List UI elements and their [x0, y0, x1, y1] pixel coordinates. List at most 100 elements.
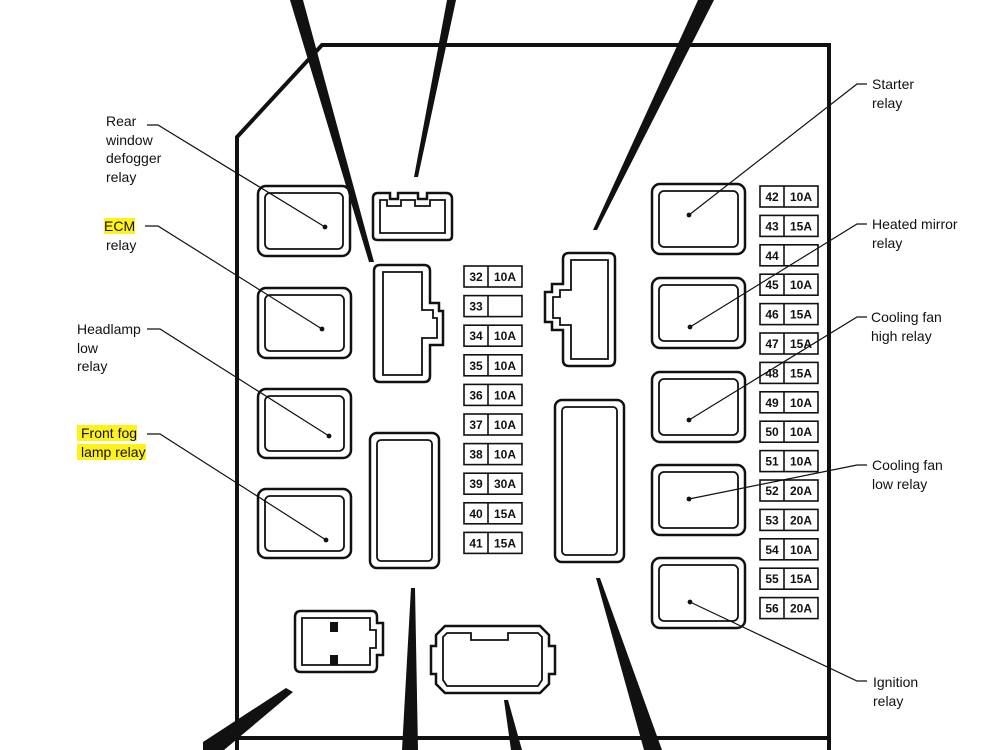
left-relays [256, 184, 353, 560]
fuse-40: 40 15A [463, 501, 523, 525]
leader-cooling-low [688, 464, 867, 500]
fuse-number: 43 [765, 219, 779, 233]
fuse-56: 56 20A [759, 596, 819, 620]
fuse-number: 56 [765, 602, 779, 616]
leader-ecm [145, 225, 323, 330]
fuse-49: 49 10A [759, 390, 819, 414]
fuse-number: 41 [469, 536, 483, 550]
fuse-number: 46 [765, 308, 779, 322]
fuse-rating: 10A [494, 359, 516, 373]
leader-starter [688, 83, 867, 216]
pointer-wedges [203, 0, 714, 750]
fuse-rating: 15A [790, 308, 812, 322]
fuse-46: 46 15A [759, 302, 819, 326]
label-cooling-fan-low-relay: Cooling fan low relay [872, 457, 943, 492]
wedge-bottom-mid [504, 700, 522, 750]
label-rear-window-defogger-relay: Rear window defogger relay [106, 113, 162, 185]
fuse-rating: 10A [494, 329, 516, 343]
fuse-rating: 10A [494, 270, 516, 284]
fuse-number: 45 [765, 278, 779, 292]
fuse-number: 34 [469, 329, 483, 343]
fuse-number: 42 [765, 190, 779, 204]
fuse-number: 44 [765, 249, 779, 263]
fuse-52: 52 20A [759, 479, 819, 502]
fuse-42: 42 10A [759, 185, 819, 208]
relay-heated-mirror [650, 276, 747, 350]
fuse-number: 36 [469, 388, 483, 402]
wedge-top-right [593, 0, 714, 230]
fuse-55: 55 15A [759, 567, 819, 591]
fuse-rating: 15A [790, 366, 812, 380]
leader-lines [145, 83, 867, 682]
label-ignition-relay: Ignition relay [873, 674, 919, 709]
wedge-bottom-right [596, 578, 662, 750]
connector-bottom-center [429, 624, 557, 695]
leader-front-fog [147, 433, 327, 541]
fuse-34: 34 10A [463, 324, 523, 348]
fuse-54: 54 10A [759, 537, 819, 561]
fuse-number: 51 [765, 455, 779, 469]
label-heated-mirror-relay: Heated mirror relay [872, 216, 958, 251]
label-cooling-fan-high-relay: Cooling fan high relay [871, 309, 942, 344]
fuse-number: 38 [469, 448, 483, 462]
connectors [293, 191, 626, 695]
fuse-number: 50 [765, 425, 779, 439]
label-headlamp-low-relay: Headlamp low relay [77, 321, 141, 374]
relay-starter [650, 182, 747, 256]
fuse-number: 37 [469, 418, 483, 432]
fuse-35: 35 10A [463, 353, 523, 377]
fuse-rating: 10A [494, 388, 516, 402]
leader-ignition [689, 601, 867, 682]
label-ecm-relay: ECM relay [104, 218, 137, 253]
fuse-rating: 20A [790, 513, 812, 527]
fuse-rating: 10A [790, 278, 812, 292]
fuse-number: 35 [469, 359, 483, 373]
label-starter-relay: Starter relay [872, 76, 915, 111]
fuse-number: 54 [765, 543, 779, 557]
fuse-rating: 10A [790, 455, 812, 469]
fuse-rating: 20A [790, 602, 812, 616]
wedge-bottom-left [203, 688, 293, 750]
relay-cooling-high [650, 370, 747, 444]
fuse-number: 39 [469, 477, 483, 491]
fuse-number: 48 [765, 366, 779, 380]
wedge-top-center [414, 0, 456, 177]
fuse-box-outline [235, 43, 831, 750]
leader-cooling-high [688, 316, 867, 421]
fuse-33: 33 [463, 294, 523, 318]
fuse-rating: 30A [494, 477, 516, 491]
label-front-fog-lamp-relay: Front fog lamp relay [77, 424, 146, 461]
fuse-rating: 15A [790, 337, 812, 351]
fuse-39: 39 30A [463, 472, 523, 496]
relay-cooling-low [650, 463, 747, 537]
fuse-number: 53 [765, 513, 779, 527]
fuse-36: 36 10A [463, 383, 523, 407]
fuse-53: 53 20A [759, 508, 819, 532]
fuse-rating: 10A [790, 543, 812, 557]
fuse-rating: 20A [790, 484, 812, 498]
fuse-number: 40 [469, 507, 483, 521]
fuse-rating: 15A [494, 507, 516, 521]
fuse-rating: 15A [790, 572, 812, 586]
fuse-block-left-tall [368, 431, 441, 570]
fuse-rating: 10A [790, 396, 812, 410]
fuse-number: 52 [765, 484, 779, 498]
fuse-number: 49 [765, 396, 779, 410]
fuse-number: 55 [765, 572, 779, 586]
fuse-rating: 10A [790, 190, 812, 204]
connector-bottom-left [293, 609, 385, 674]
leader-rear-defogger [147, 124, 326, 228]
right-relays [650, 182, 747, 630]
fuse-37: 37 10A [463, 413, 523, 436]
leader-heated-mirror [689, 223, 867, 328]
fuse-rating: 10A [494, 418, 516, 432]
wedge-top-left [290, 0, 374, 262]
fuse-51: 51 10A [759, 449, 819, 473]
connector-left-vertical [372, 263, 445, 384]
